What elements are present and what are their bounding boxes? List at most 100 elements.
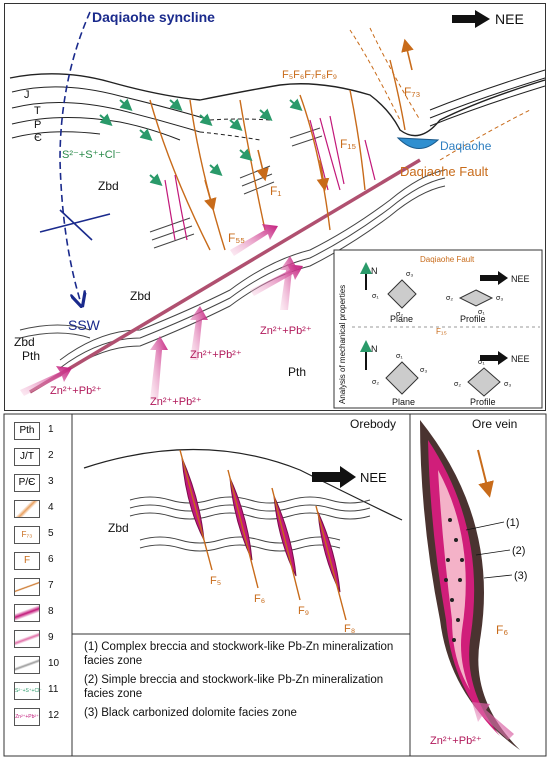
orebody-faults	[179, 449, 347, 621]
metal-label-1: Zn²⁺+Pb²⁺	[260, 325, 312, 337]
orevein-label-1: (1)	[506, 517, 519, 529]
metal-label-3: Zn²⁺+Pb²⁺	[50, 385, 102, 397]
orevein-fault-label: F₆	[496, 623, 508, 637]
fault-series-label: F₅F₆F₇F₈F₉	[282, 69, 337, 81]
orevein-arrow	[477, 449, 494, 498]
facies-item-3: (3) Black carbonized dolomite facies zon…	[84, 707, 297, 719]
orevein-panel	[409, 413, 547, 757]
orebody-surface	[83, 448, 403, 521]
hatched-blocks	[149, 127, 323, 249]
legend-item: Zn²⁺+Pb²⁺ 12	[14, 706, 74, 730]
legend-symbol: F	[14, 552, 40, 570]
inset-nee-arrow-2	[480, 351, 508, 365]
legend-symbol-vein-lines	[14, 630, 40, 648]
legend-number: 12	[48, 710, 60, 721]
legend-number: 2	[48, 450, 54, 461]
sigma2-profile-1: σ₂	[446, 295, 453, 302]
legend-symbol: F₇₃	[14, 526, 40, 544]
stratum-j: J	[24, 89, 30, 101]
stratum-t: T	[34, 105, 41, 117]
fault-f73-label: F₇₃	[404, 85, 420, 99]
orevein-leader-1	[465, 521, 505, 531]
orevein-leader-3	[483, 574, 513, 579]
orevein-metal-label: Zn²⁺+Pb²⁺	[430, 735, 482, 747]
sigma1-profile-1: σ₁	[478, 309, 485, 316]
sigma3-plane-2: σ₃	[420, 367, 427, 374]
strata-dashed	[199, 118, 271, 141]
legend-item: 7	[14, 576, 74, 600]
facies-descriptions: (1) Complex breccia and stockwork-like P…	[84, 640, 404, 725]
orevein-title: Ore vein	[472, 417, 517, 431]
legend-number: 5	[48, 528, 54, 539]
north-label-2: N	[371, 344, 378, 354]
zbd-band-lower	[19, 324, 91, 339]
syncline-cross-2	[59, 209, 93, 241]
fault-f1-label: F₁	[270, 184, 281, 198]
inset-f15-label: F₁₅	[436, 327, 447, 336]
legend-number: 7	[48, 580, 54, 591]
formation-zbd-1: Zbd	[98, 179, 119, 193]
metal-label-2: Zn²⁺+Pb²⁺	[190, 349, 242, 361]
sigma3-plane-1: σ₃	[406, 271, 413, 278]
sigma2-plane-2: σ₂	[372, 379, 379, 386]
legend-number: 11	[48, 684, 59, 695]
legend-symbol: Pth	[14, 422, 40, 440]
orebody-formation: Zbd	[108, 521, 129, 535]
legend-symbol-fracture-lines	[14, 656, 40, 674]
fluid-arrows	[99, 98, 303, 186]
ssw-label: SSW	[68, 317, 101, 333]
orevein-metal-arrow	[472, 702, 514, 740]
sigma3-profile-2: σ₃	[504, 381, 511, 388]
legend-symbol: P/Є	[14, 474, 40, 492]
formation-pth-1: Pth	[22, 349, 40, 363]
legend-number: 10	[48, 658, 60, 669]
legend-number: 1	[48, 424, 54, 435]
legend-symbol-ore-vein	[14, 604, 40, 622]
nee-direction-arrow	[452, 10, 490, 28]
fault-f55-label: F₅₅	[228, 231, 245, 245]
topographic-surface	[9, 73, 546, 137]
plane-label-2: Plane	[392, 397, 415, 407]
metal-fluid-arrows	[20, 224, 303, 400]
dashed-faults	[349, 27, 531, 161]
stress-diamond-profile-2	[467, 367, 501, 397]
inset-nee-label-2: NEE	[511, 354, 530, 364]
inset-vertical-title: Analysis of mechanical properties	[338, 285, 347, 404]
formation-pth-2: Pth	[288, 365, 306, 379]
legend-number: 9	[48, 632, 54, 643]
legend-item: F 6	[14, 550, 74, 574]
orevein-label-3: (3)	[514, 570, 527, 582]
legend-symbol-fault-arrows	[14, 500, 40, 518]
legend-item: 9	[14, 628, 74, 652]
daqiaohe-fault-label: Daqiaohe Fault	[400, 164, 489, 179]
legend-number: 8	[48, 606, 54, 617]
profile-label-1: Profile	[460, 314, 486, 324]
facies-item-1: (1) Complex breccia and stockwork-like P…	[84, 641, 394, 667]
sigma1-plane-2: σ₁	[396, 353, 403, 360]
stratum-cambrian: Є	[34, 132, 42, 144]
mechanics-inset	[333, 249, 543, 409]
formation-zbd-3: Zbd	[14, 335, 35, 349]
legend-number: 3	[48, 476, 54, 487]
legend-item: P/Є 3	[14, 472, 74, 496]
plane-label-1: Plane	[390, 314, 413, 324]
orevein-label-2: (2)	[512, 545, 525, 557]
legend-item: F₇₃ 5	[14, 524, 74, 548]
legend-item: 8	[14, 602, 74, 626]
inset-nee-label-1: NEE	[511, 274, 530, 284]
orevein-breccia-dots	[444, 518, 464, 642]
inset-fault-title: Daqiaohe Fault	[420, 255, 475, 264]
profile-label-2: Profile	[470, 397, 496, 407]
orebody-fault-f9: F₉	[298, 605, 309, 617]
orebody-fault-f5: F₅	[210, 575, 221, 587]
river-label: Daqiaohe	[440, 139, 492, 153]
stratum-p: P	[34, 119, 41, 131]
orebody-wavy-band	[129, 496, 371, 552]
formation-zbd-2: Zbd	[130, 289, 151, 303]
main-nee-label: NEE	[495, 11, 524, 27]
stress-diamond-plane-2	[385, 361, 419, 395]
right-strata	[429, 69, 546, 127]
legend-number: 6	[48, 554, 54, 565]
sigma1-plane-1: σ₁	[372, 293, 379, 300]
